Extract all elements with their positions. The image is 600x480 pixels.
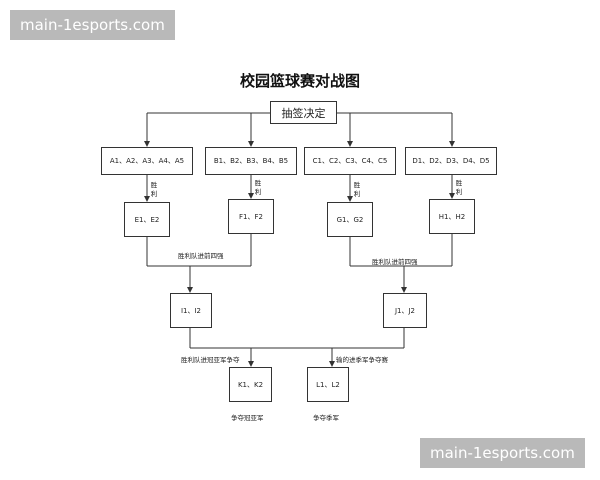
- win-label-a: 胜利: [150, 181, 158, 198]
- to-semis-label-left: 胜利队进前四强: [178, 252, 224, 260]
- final-caption: 争夺冠亚军: [231, 414, 264, 422]
- diagram-title: 校园篮球赛对战图: [239, 72, 360, 90]
- winners-e-box: E1、E2: [124, 202, 170, 237]
- semifinal-i-box: I1、I2: [170, 293, 212, 328]
- watermark-bottom: main-1esports.com: [420, 438, 585, 468]
- watermark-top: main-1esports.com: [10, 10, 175, 40]
- win-label-d: 胜利: [455, 179, 463, 196]
- win-label-c: 胜利: [353, 181, 361, 198]
- to-final-label: 胜利队进冠亚军争夺: [181, 356, 240, 364]
- third-caption: 争夺季军: [313, 414, 339, 422]
- winners-g-box: G1、G2: [327, 202, 373, 237]
- group-a-box: A1、A2、A3、A4、A5: [101, 147, 193, 175]
- semifinal-j-box: J1、J2: [383, 293, 427, 328]
- win-label-b: 胜利: [254, 179, 262, 196]
- third-place-l-box: L1、L2: [307, 367, 349, 402]
- group-b-box: B1、B2、B3、B4、B5: [205, 147, 297, 175]
- to-third-label: 输的进季军争夺赛: [336, 356, 388, 364]
- winners-h-box: H1、H2: [429, 199, 475, 234]
- winners-f-box: F1、F2: [228, 199, 274, 234]
- group-c-box: C1、C2、C3、C4、C5: [304, 147, 396, 175]
- group-d-box: D1、D2、D3、D4、D5: [405, 147, 497, 175]
- final-k-box: K1、K2: [229, 367, 272, 402]
- draw-box: 抽签决定: [270, 101, 337, 124]
- to-semis-label-right: 胜利队进前四强: [372, 258, 418, 266]
